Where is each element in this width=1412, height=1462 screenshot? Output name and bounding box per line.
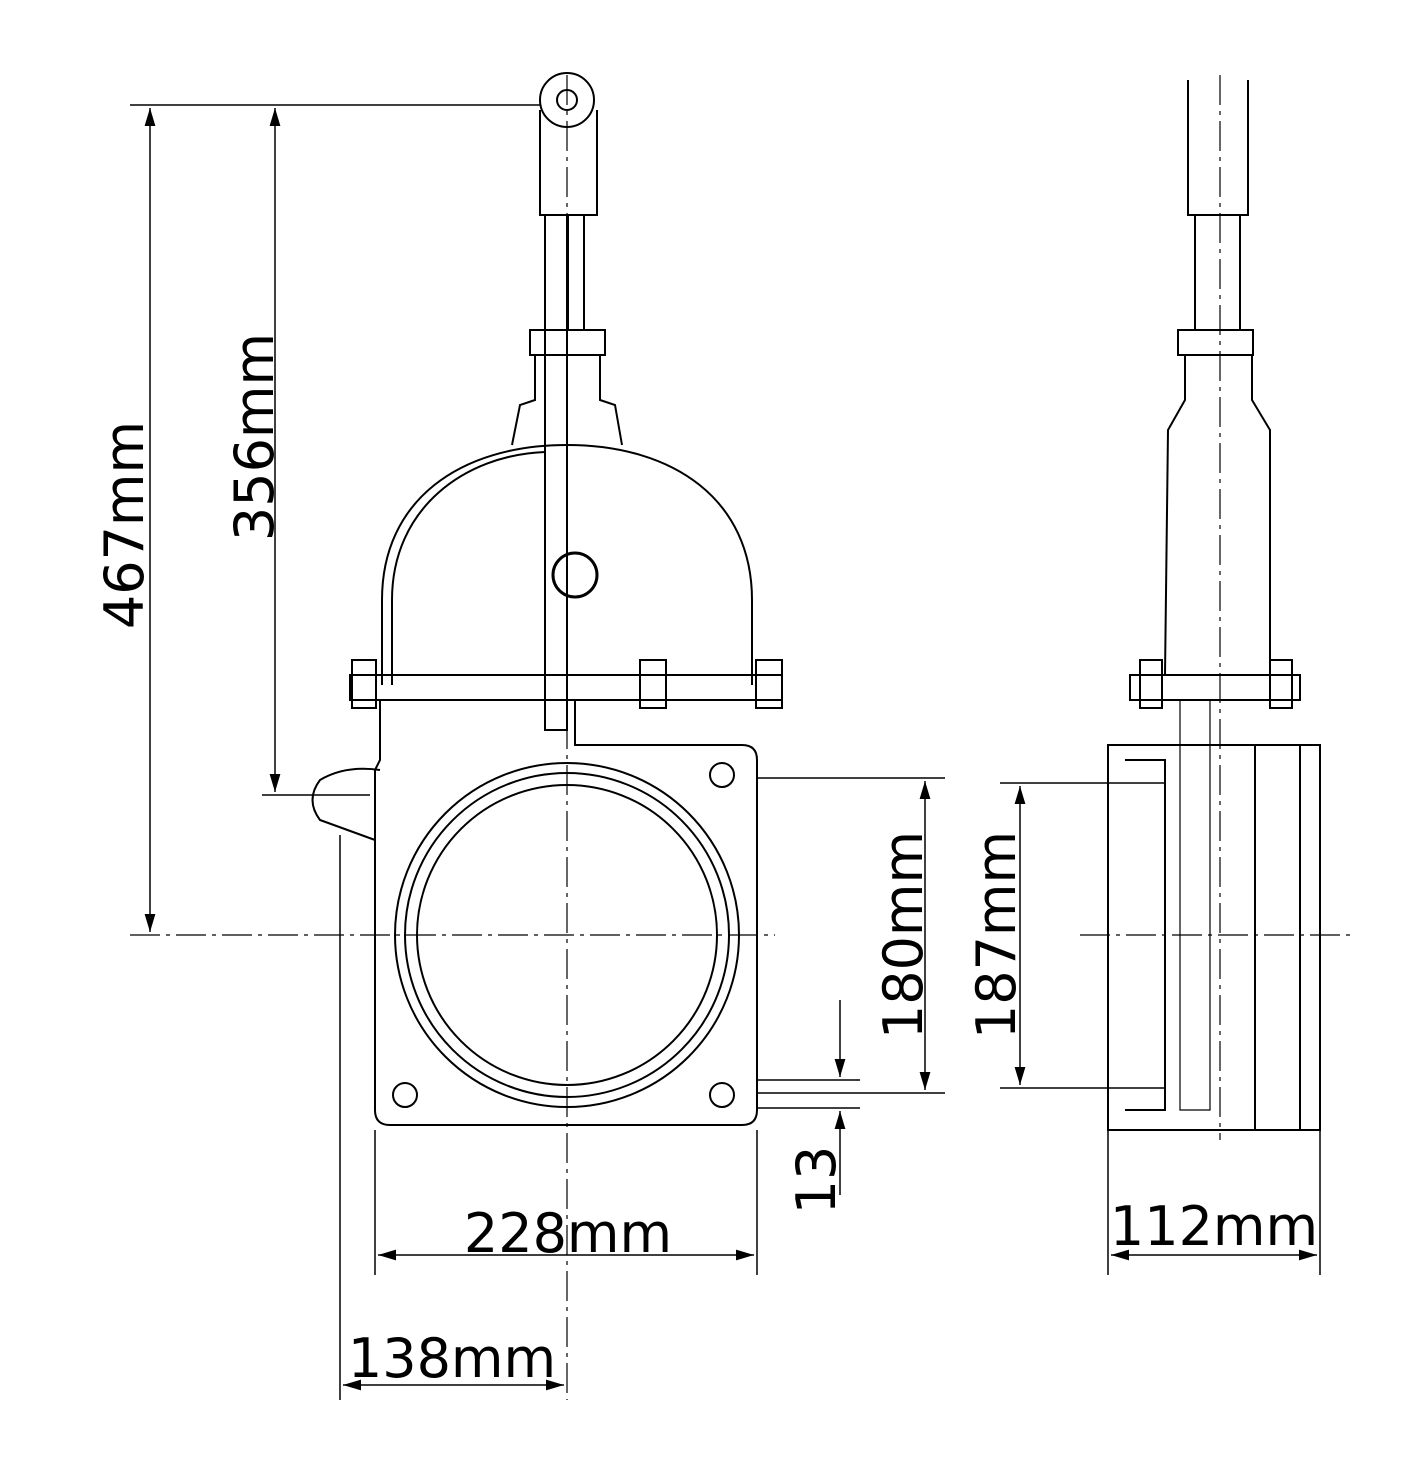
logo bbox=[551, 551, 599, 599]
port-outer bbox=[394, 762, 740, 1108]
dim-180: 180mm bbox=[872, 831, 935, 1039]
front-view bbox=[130, 72, 783, 1400]
handle-eye bbox=[539, 72, 595, 128]
gland bbox=[529, 329, 606, 356]
dim-187: 187mm bbox=[965, 831, 1028, 1039]
dimension-lines bbox=[130, 104, 1321, 1400]
side-body bbox=[1107, 744, 1321, 1131]
dim-228: 228mm bbox=[464, 1202, 672, 1265]
stem bbox=[544, 214, 568, 731]
bonnet bbox=[381, 443, 753, 685]
port-inner bbox=[416, 784, 718, 1086]
side-view bbox=[1080, 75, 1350, 1140]
dim-467: 467mm bbox=[93, 421, 156, 629]
dimension-labels: 467mm 356mm 180mm 187mm 13 228mm 138mm 1… bbox=[93, 333, 1318, 1390]
dim-356: 356mm bbox=[223, 333, 286, 541]
body bbox=[374, 700, 758, 1126]
dim-138: 138mm bbox=[348, 1327, 556, 1390]
dim-13: 13 bbox=[785, 1146, 848, 1215]
dim-112: 112mm bbox=[1110, 1195, 1318, 1258]
